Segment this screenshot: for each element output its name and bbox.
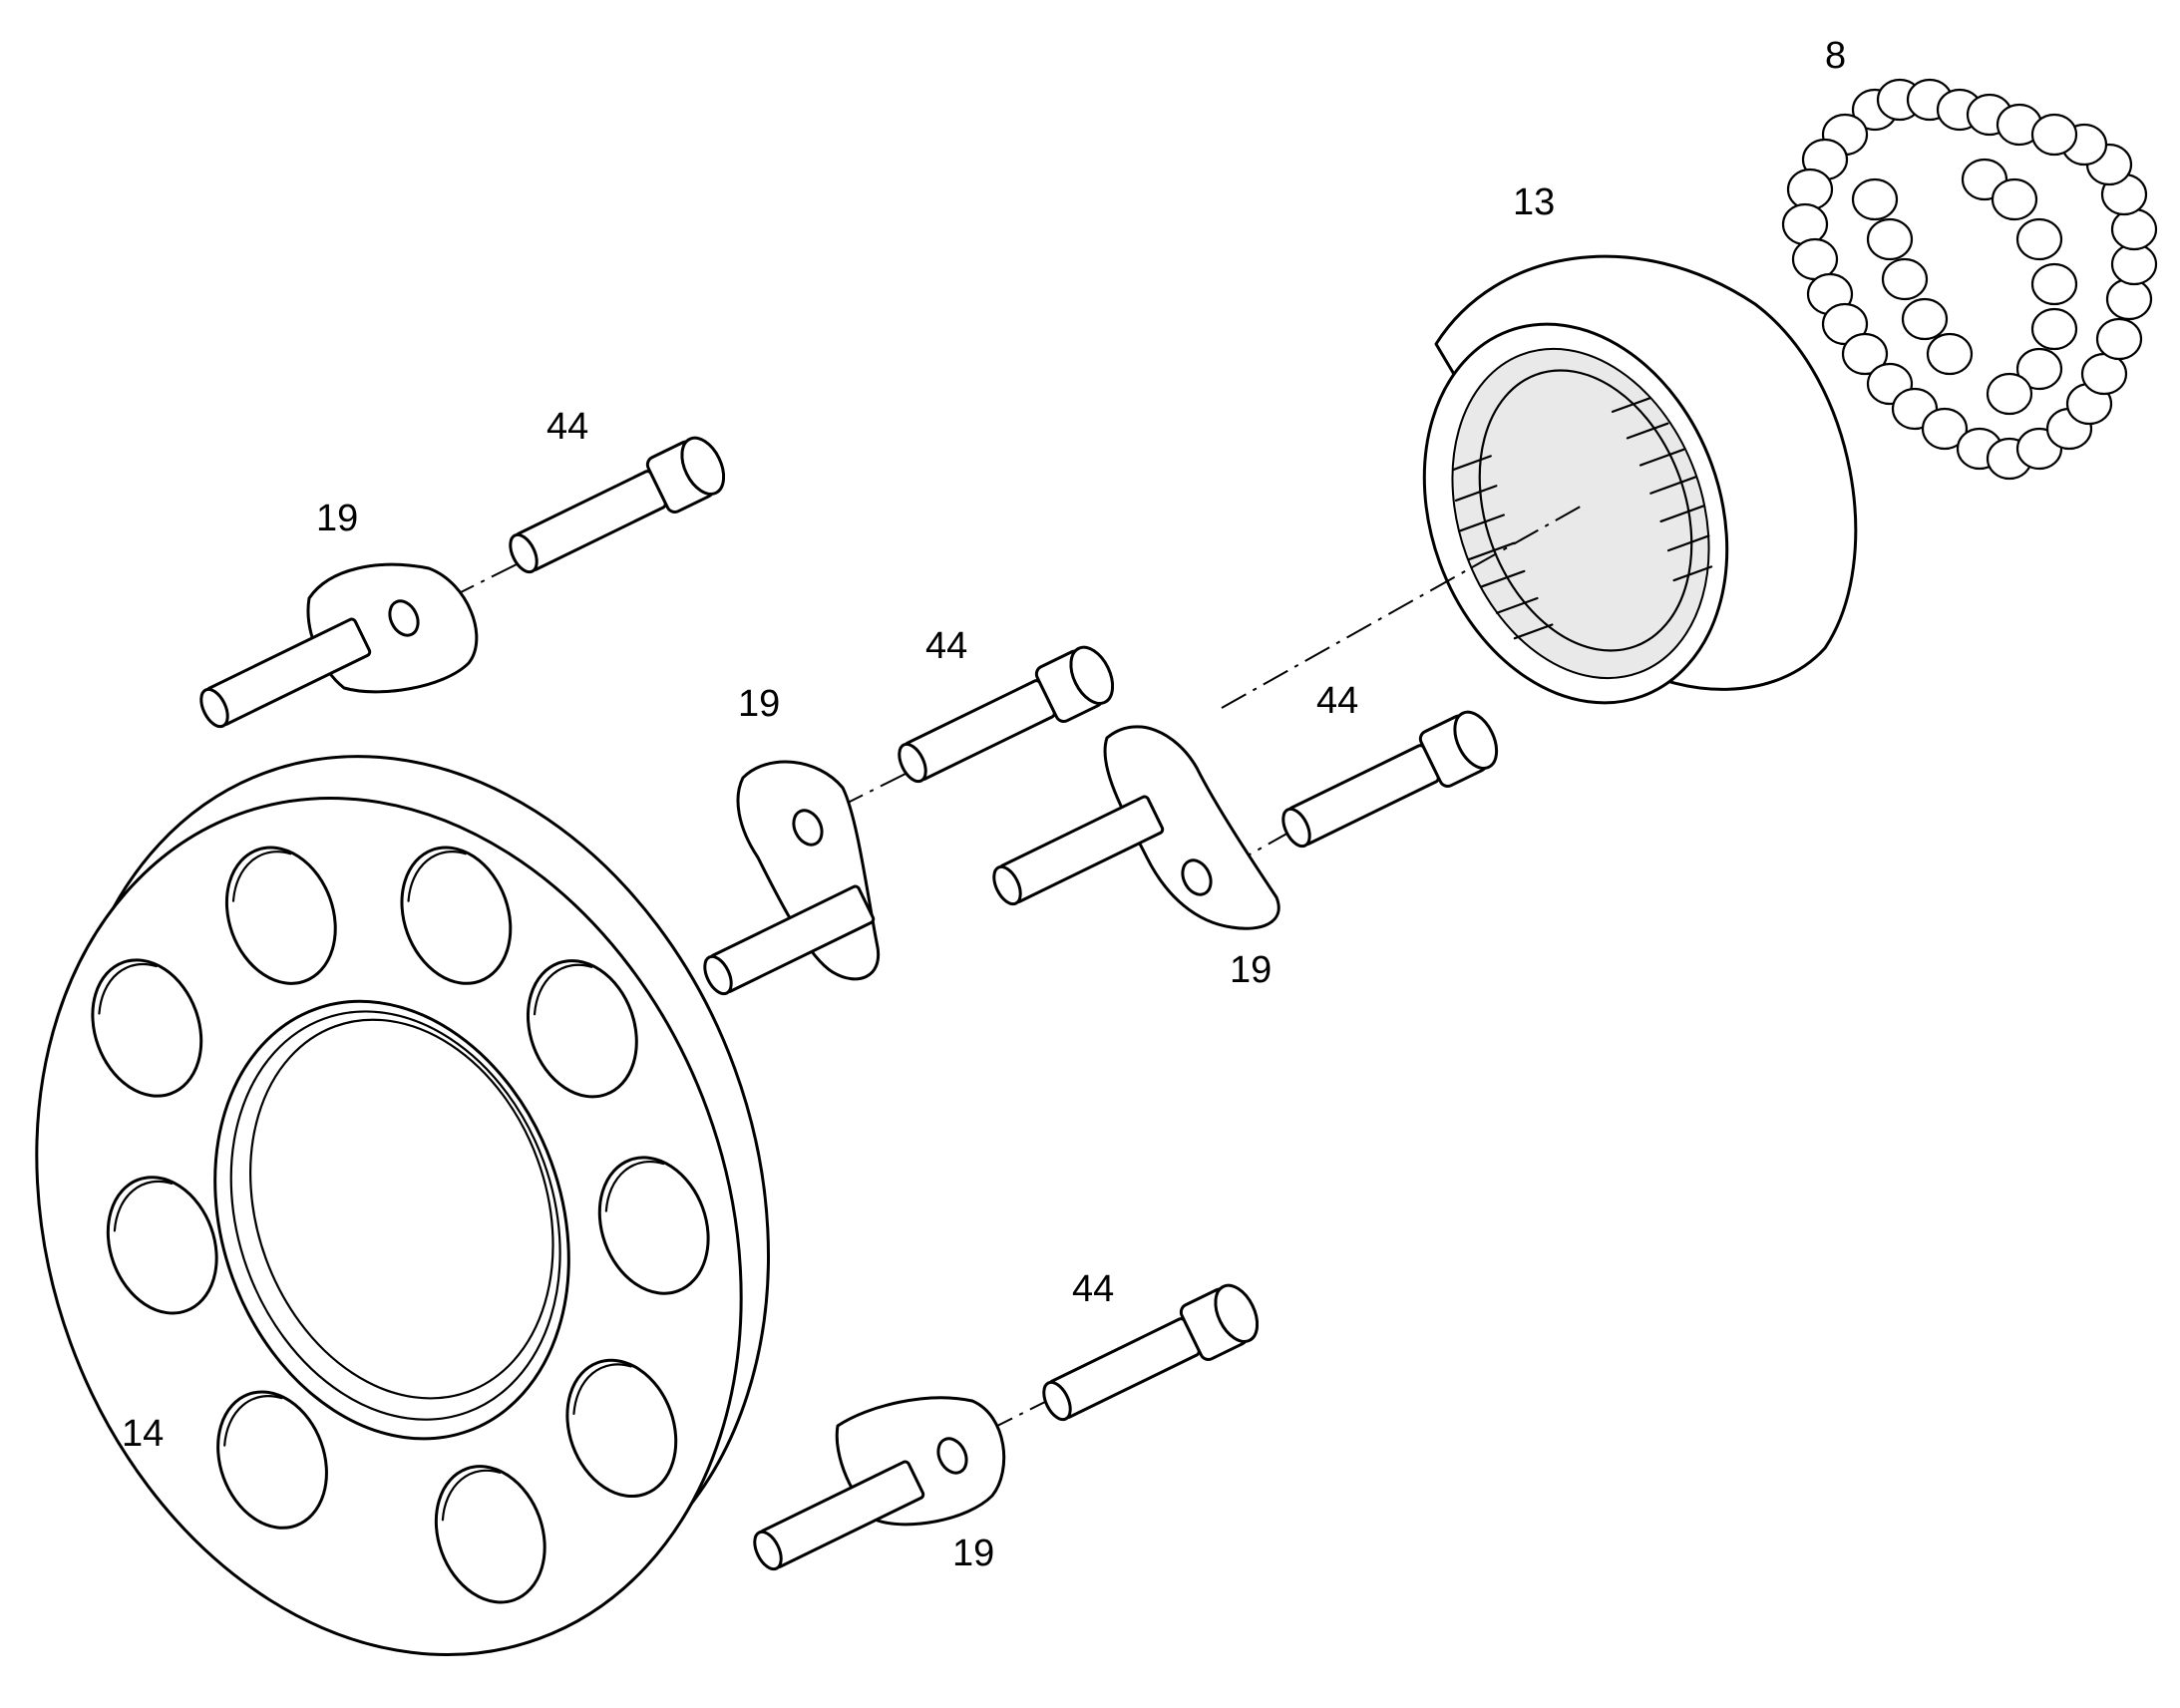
- plate-holes: [91, 846, 710, 1604]
- callout-bolt-middle: 44: [925, 625, 967, 667]
- pin-lower: [753, 1396, 1006, 1571]
- callout-bolt-right: 44: [1316, 680, 1358, 722]
- retainer-plate: [35, 755, 770, 1657]
- bolt-right: [1281, 710, 1499, 849]
- axis-pin-middle-left: [837, 767, 918, 809]
- callout-pin-upper-left: 19: [316, 498, 358, 539]
- axis-pin-upper-left: [448, 552, 540, 599]
- spring-pack: [1781, 78, 2158, 481]
- callout-pin-middle-right: 19: [1230, 949, 1272, 991]
- callout-bolt-upper-left: 44: [546, 406, 588, 448]
- spring-coils: [1781, 78, 2158, 481]
- assembly-axis: [1221, 503, 1587, 709]
- bolt-lower: [1042, 1283, 1260, 1422]
- bolt-upper-left: [509, 436, 726, 574]
- spline-teeth: [1452, 397, 1713, 640]
- callout-spring-pack: 8: [1825, 35, 1846, 77]
- spline-cup: [1422, 254, 1858, 705]
- pin-middle-left: [703, 760, 881, 996]
- callout-pin-middle-left: 19: [738, 683, 780, 725]
- callout-pin-lower: 19: [952, 1533, 994, 1574]
- pin-upper-left: [199, 562, 479, 729]
- callout-spline-cup: 13: [1513, 181, 1555, 223]
- callout-retainer-plate: 14: [122, 1413, 164, 1455]
- pin-middle-right: [992, 725, 1280, 930]
- callout-bolt-lower: 44: [1072, 1268, 1114, 1310]
- bolt-middle: [898, 645, 1115, 784]
